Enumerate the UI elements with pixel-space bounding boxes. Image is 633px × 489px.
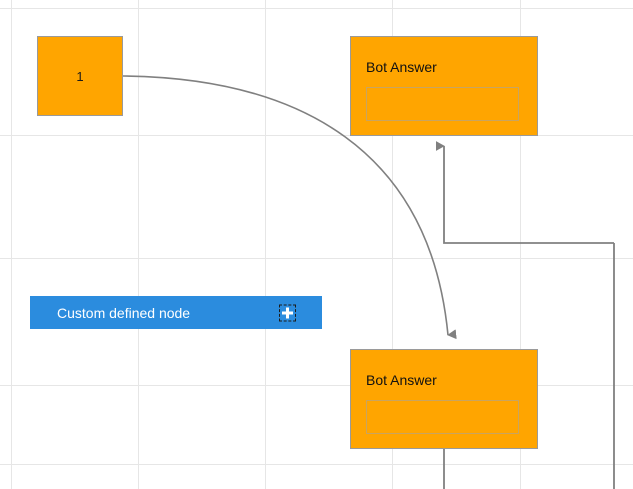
bot-answer-title: Bot Answer bbox=[366, 59, 437, 75]
bot-answer-node-top[interactable]: Bot Answer bbox=[350, 36, 538, 136]
grid-line-horizontal bbox=[0, 258, 633, 259]
bot-answer-text-field[interactable] bbox=[366, 400, 519, 434]
grid-line-horizontal bbox=[0, 135, 633, 136]
grid-line-horizontal bbox=[0, 8, 633, 9]
custom-defined-node-label: Custom defined node bbox=[57, 304, 191, 321]
start-node[interactable]: 1 bbox=[37, 36, 123, 116]
grid-line-vertical bbox=[138, 0, 139, 489]
start-node-label: 1 bbox=[76, 68, 84, 84]
grid-line-vertical bbox=[265, 0, 266, 489]
grid-line-horizontal bbox=[0, 464, 633, 465]
custom-defined-node-item[interactable]: Custom defined node bbox=[30, 296, 322, 329]
grid-line-vertical bbox=[11, 0, 12, 489]
bot-answer-node-bottom[interactable]: Bot Answer bbox=[350, 349, 538, 449]
grid-line-horizontal bbox=[0, 385, 633, 386]
bot-answer-text-field[interactable] bbox=[366, 87, 519, 121]
grid-line-vertical bbox=[520, 0, 521, 489]
plus-icon-vertical-bar bbox=[286, 307, 289, 318]
plus-icon[interactable] bbox=[279, 304, 296, 321]
bot-answer-title: Bot Answer bbox=[366, 372, 437, 388]
